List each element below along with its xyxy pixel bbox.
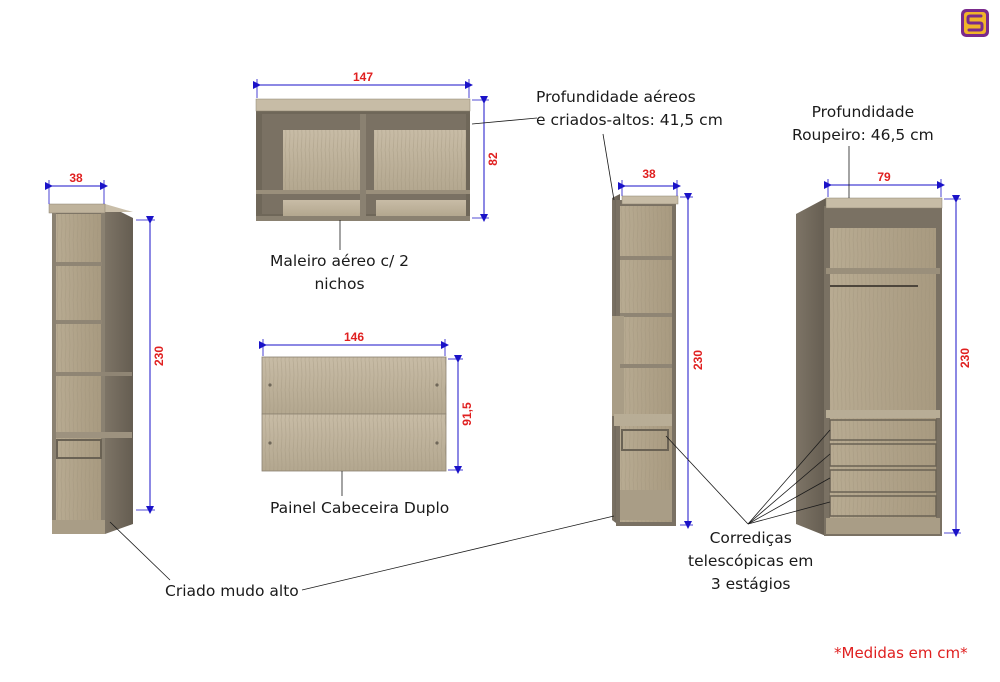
units-note: *Medidas em cm*	[834, 644, 968, 662]
nightstand-left	[48, 203, 133, 534]
dimension-text: 38	[642, 167, 656, 181]
overhead-cabinet	[255, 98, 471, 221]
overhead-label-line-1: Maleiro aéreo c/ 2	[270, 252, 410, 270]
overhead-cabinet-label: Maleiro aéreo c/ 2 nichos	[270, 250, 409, 296]
dimension-text: 146	[344, 330, 364, 344]
slides-line-1: Corrediças	[709, 529, 792, 547]
dimension-height-headboard: 91,5	[448, 355, 474, 474]
leader-lines	[109, 117, 850, 591]
depth-overhead-line-2: e criados-altos: 41,5 cm	[536, 111, 723, 129]
dimension-height-nightstand-left: 230	[136, 216, 166, 514]
headboard-panel	[261, 356, 447, 472]
depth-wardrobe-line-2: Roupeiro: 46,5 cm	[792, 126, 934, 144]
nightstand-label: Criado mudo alto	[165, 582, 299, 600]
depth-wardrobe-note: Profundidade Roupeiro: 46,5 cm	[792, 101, 934, 147]
dimension-width-overhead: 147	[253, 70, 473, 98]
dimension-text: 91,5	[460, 402, 474, 426]
dimension-width-wardrobe: 79	[824, 170, 945, 197]
brand-logo-icon	[961, 9, 989, 37]
wardrobe	[796, 197, 943, 536]
nightstand-right	[612, 194, 679, 526]
dimension-text: 230	[152, 346, 166, 366]
slides-line-3: 3 estágios	[710, 575, 791, 593]
dimension-text: 147	[353, 70, 373, 84]
dimension-text: 82	[486, 152, 500, 166]
depth-overhead-note: Profundidade aéreos e criados-altos: 41,…	[536, 86, 723, 132]
dimension-text: 230	[958, 348, 972, 368]
dimension-text: 79	[877, 170, 891, 184]
dimension-width-nightstand-right: 38	[618, 167, 681, 196]
depth-wardrobe-line-1: Profundidade	[811, 103, 915, 121]
dimension-text: 230	[691, 350, 705, 370]
dimension-width-nightstand-left: 38	[45, 171, 108, 204]
dimension-height-overhead: 82	[472, 96, 500, 222]
dimension-text: 38	[69, 171, 83, 185]
dimension-height-wardrobe: 230	[944, 195, 972, 537]
slides-note: Corrediças telescópicas em 3 estágios	[688, 527, 813, 596]
headboard-label: Painel Cabeceira Duplo	[270, 499, 450, 517]
overhead-label-line-2: nichos	[314, 275, 365, 293]
dimension-height-nightstand-right: 230	[680, 193, 705, 529]
dimension-width-headboard: 146	[259, 330, 449, 356]
slides-line-2: telescópicas em	[688, 552, 814, 570]
depth-overhead-line-1: Profundidade aéreos	[536, 88, 696, 106]
